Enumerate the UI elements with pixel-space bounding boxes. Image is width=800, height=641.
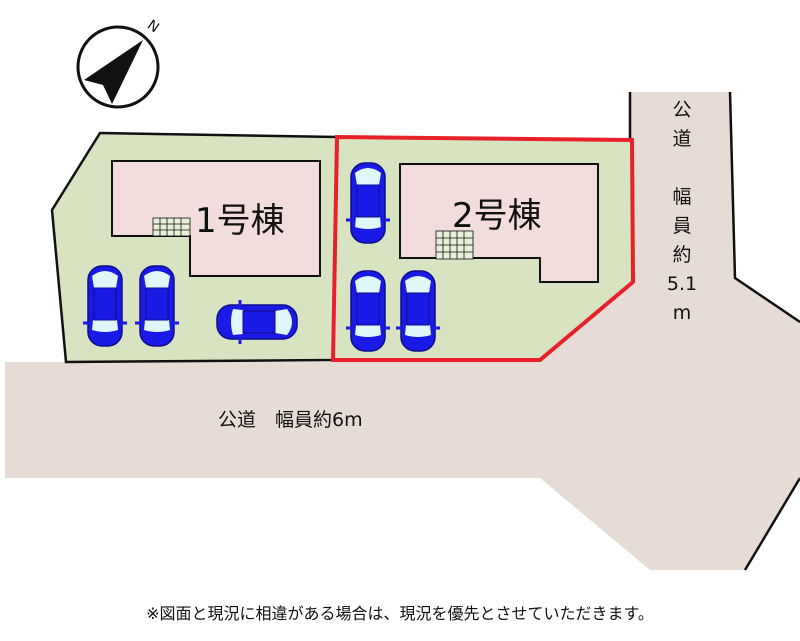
- car-icon: [344, 161, 392, 245]
- main-road-label: 公道 幅員約6m: [218, 409, 363, 431]
- road: [5, 92, 800, 570]
- north-compass-icon: [76, 25, 160, 109]
- side-road-char: 員: [672, 215, 692, 237]
- side-road-char: 5.1: [666, 273, 698, 295]
- side-road-label: 公 道 幅 員 約 5.1 m: [667, 96, 697, 328]
- disclaimer-note: ※図面と現況に相違がある場合は、現況を優先とさせていただきます。: [146, 604, 654, 623]
- car-icon: [133, 264, 181, 348]
- side-road-char: m: [672, 302, 692, 324]
- side-road-char: 公: [672, 99, 692, 121]
- car-icon: [394, 269, 442, 353]
- side-road-char: 幅: [672, 186, 692, 208]
- building-1-label: 1号棟: [195, 201, 285, 241]
- building-2-label: 2号棟: [452, 196, 542, 236]
- building-1: [111, 160, 321, 277]
- side-road-char: 約: [672, 244, 692, 266]
- car-icon: [81, 264, 129, 348]
- north-label: N: [144, 17, 162, 36]
- side-road-char: 道: [672, 128, 692, 150]
- entrance-1: [152, 217, 191, 237]
- car-icon: [215, 298, 299, 346]
- spacer: [670, 154, 694, 183]
- entrance-2: [435, 230, 474, 260]
- car-icon: [344, 269, 392, 353]
